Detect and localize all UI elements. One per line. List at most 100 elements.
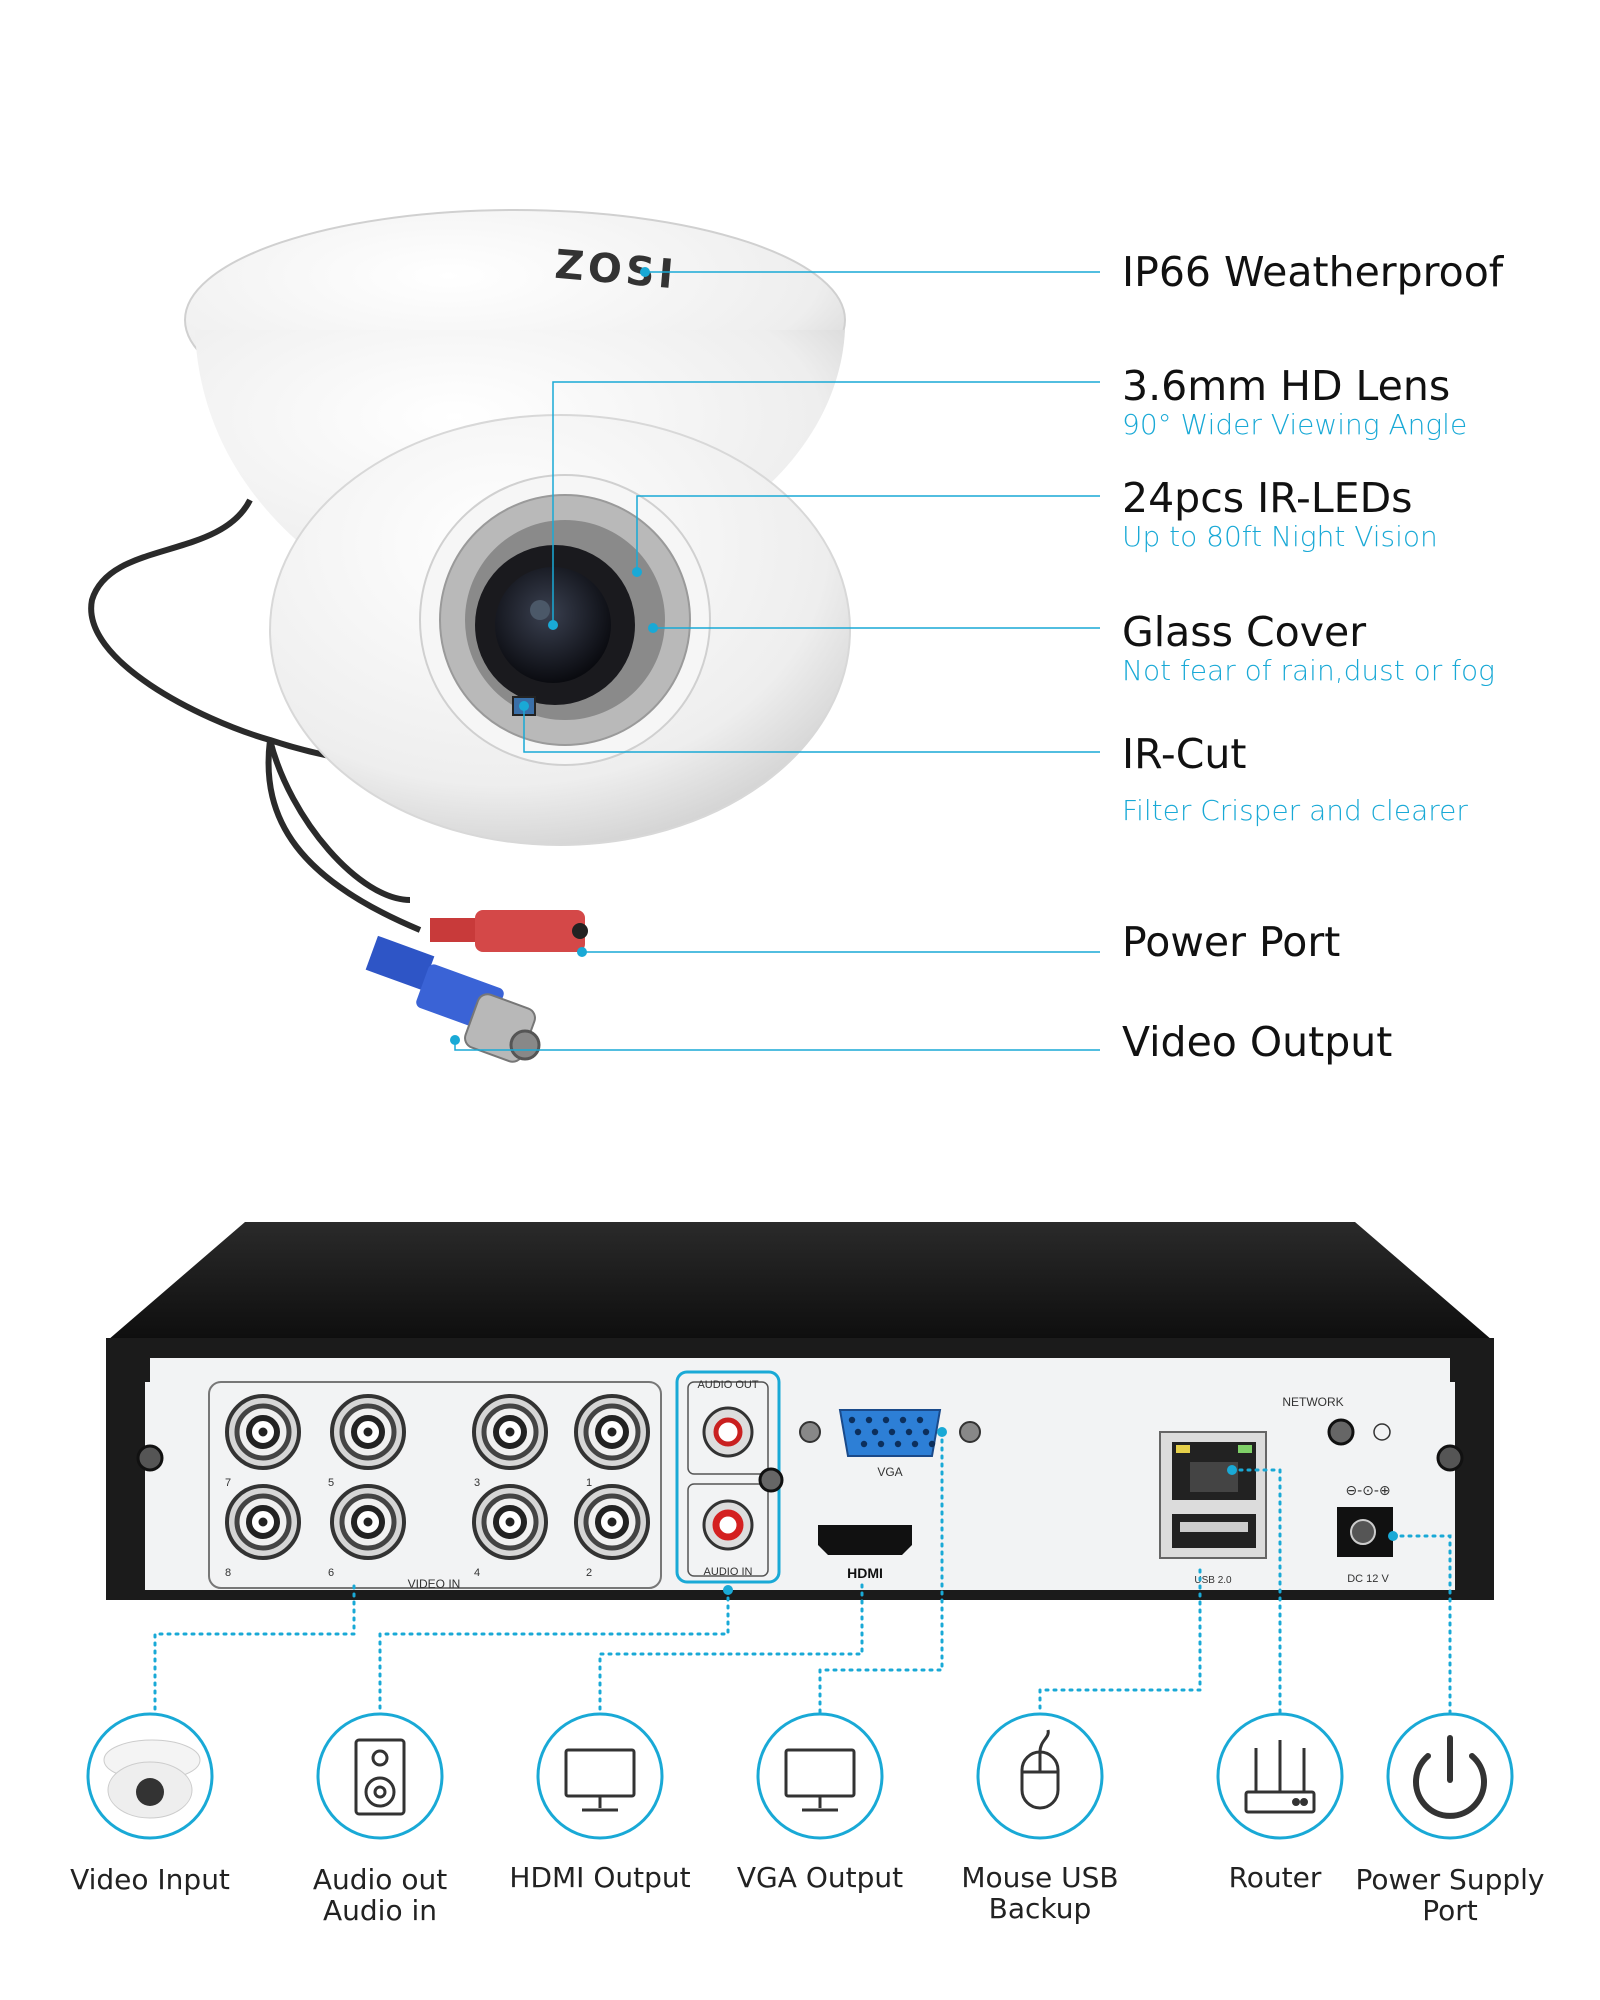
camera-icon (103, 1739, 201, 1819)
speaker-icon (354, 1738, 406, 1816)
leader-lens (552, 381, 1100, 625)
channel-number: 8 (225, 1567, 231, 1579)
vga-pin (860, 1440, 868, 1448)
channel-number: 5 (328, 1477, 334, 1489)
dc-label: DC 12 V (1347, 1573, 1389, 1585)
channel-number: 4 (474, 1567, 480, 1579)
mouse-icon (1020, 1729, 1060, 1810)
icon-circle (1216, 1712, 1344, 1840)
feature-lens: 3.6mm HD Lens 90° Wider Viewing Angle (1122, 362, 1592, 442)
camera-cable (265, 739, 422, 933)
hdmi-label: HDMI (847, 1565, 883, 1581)
ground-icon (1373, 1423, 1391, 1441)
label-vga-output: VGA Output (700, 1861, 940, 1894)
label-line: Router (1228, 1861, 1322, 1894)
bnc-port (225, 1394, 301, 1470)
camera-cable (267, 739, 411, 903)
audio-in-border (687, 1483, 769, 1577)
label-line: Mouse USB (961, 1861, 1119, 1894)
feature-title: IR-Cut (1122, 730, 1247, 778)
feature-title: IP66 Weatherproof (1122, 248, 1504, 296)
dvr-top-cover (108, 1222, 1492, 1340)
connection-lines (153, 1430, 1452, 1714)
audio-in-label: AUDIO IN (704, 1566, 753, 1578)
video-bnc-connector (365, 935, 541, 1063)
screw-icon (1436, 1444, 1464, 1472)
screw-icon (799, 1421, 821, 1443)
icon-circle (1386, 1712, 1514, 1840)
leader-ircut (523, 706, 1100, 753)
hdmi-port (818, 1525, 912, 1555)
feature-title: Power Port (1122, 918, 1341, 966)
feature-ir-cut: IR-Cut Filter Crisper and clearer (1122, 730, 1592, 828)
lens-highlight (530, 600, 550, 620)
vga-pin (871, 1428, 879, 1436)
label-power-supply: Power Supply Port (1330, 1864, 1570, 1927)
video-in-label: VIDEO IN (408, 1577, 461, 1591)
label-line: Backup (988, 1892, 1092, 1926)
label-line: HDMI Output (509, 1861, 691, 1894)
feature-ir-leds: 24pcs IR-LEDs Up to 80ft Night Vision (1122, 474, 1592, 554)
leader-video (454, 1040, 1100, 1051)
feature-power-port: Power Port (1122, 918, 1592, 966)
camera-brand-logo: ZOSI (553, 242, 679, 299)
vga-pin (854, 1428, 862, 1436)
label-mouse-usb: Mouse USB Backup (920, 1862, 1160, 1925)
vga-pin (894, 1440, 902, 1448)
monitor-icon (784, 1748, 856, 1812)
audio-out-border (687, 1381, 769, 1475)
camera-illustration: ZOSI (88, 209, 851, 1063)
vga-pin (888, 1428, 896, 1436)
connection-icons (86, 1712, 1514, 1840)
screw-icon (959, 1421, 981, 1443)
label-hdmi-output: HDMI Output (480, 1861, 720, 1894)
power-connector (430, 910, 588, 952)
label-line: Audio out (312, 1863, 448, 1896)
screw-icon (1327, 1418, 1355, 1446)
vga-label: VGA (877, 1465, 902, 1479)
bnc-port (574, 1394, 650, 1470)
vga-pin (882, 1416, 890, 1424)
vga-pin (899, 1416, 907, 1424)
bnc-port (472, 1394, 548, 1470)
vga-pin (905, 1428, 913, 1436)
video-in-ports (225, 1394, 650, 1560)
label-line: Video Input (70, 1863, 230, 1896)
camera-leader-lines (454, 271, 1100, 1051)
leader-ir-leds (636, 495, 1100, 572)
feature-subtitle: 90° Wider Viewing Angle (1122, 408, 1468, 442)
icon-circle (536, 1712, 664, 1840)
label-line: VGA Output (736, 1861, 904, 1894)
dc-polarity-icon: ⊖-⊙-⊕ (1345, 1483, 1390, 1499)
power-icon (1413, 1735, 1487, 1819)
feature-title: 24pcs IR-LEDs (1122, 474, 1413, 522)
connection-dots (723, 1427, 1398, 1595)
channel-number: 3 (474, 1477, 480, 1489)
screw-icon (136, 1444, 164, 1472)
usb-label: USB 2.0 (1194, 1575, 1232, 1586)
label-video-input: Video Input (30, 1863, 270, 1896)
audio-out-label: AUDIO OUT (697, 1379, 758, 1391)
feature-subtitle: Up to 80ft Night Vision (1122, 520, 1438, 554)
vga-pin (877, 1440, 885, 1448)
channel-number: 7 (225, 1477, 231, 1489)
feature-subtitle: Filter Crisper and clearer (1122, 794, 1468, 828)
vga-pins (848, 1416, 936, 1448)
icon-circle (976, 1712, 1104, 1840)
screw-icon (758, 1467, 784, 1493)
channel-number: 2 (586, 1567, 592, 1579)
bnc-port (472, 1484, 548, 1560)
vga-pin (865, 1416, 873, 1424)
bnc-port (330, 1394, 406, 1470)
feature-video-output: Video Output (1122, 1018, 1592, 1066)
feature-glass-cover: Glass Cover Not fear of rain,dust or fog (1122, 609, 1592, 688)
feature-title: 3.6mm HD Lens (1122, 362, 1451, 410)
label-line: Power Supply (1355, 1863, 1545, 1896)
label-line: Audio in (322, 1894, 437, 1928)
feature-subtitle: Not fear of rain,dust or fog (1122, 654, 1495, 688)
label-audio: Audio out Audio in (260, 1864, 500, 1927)
feature-title: Video Output (1122, 1018, 1393, 1066)
icon-circle (756, 1712, 884, 1840)
